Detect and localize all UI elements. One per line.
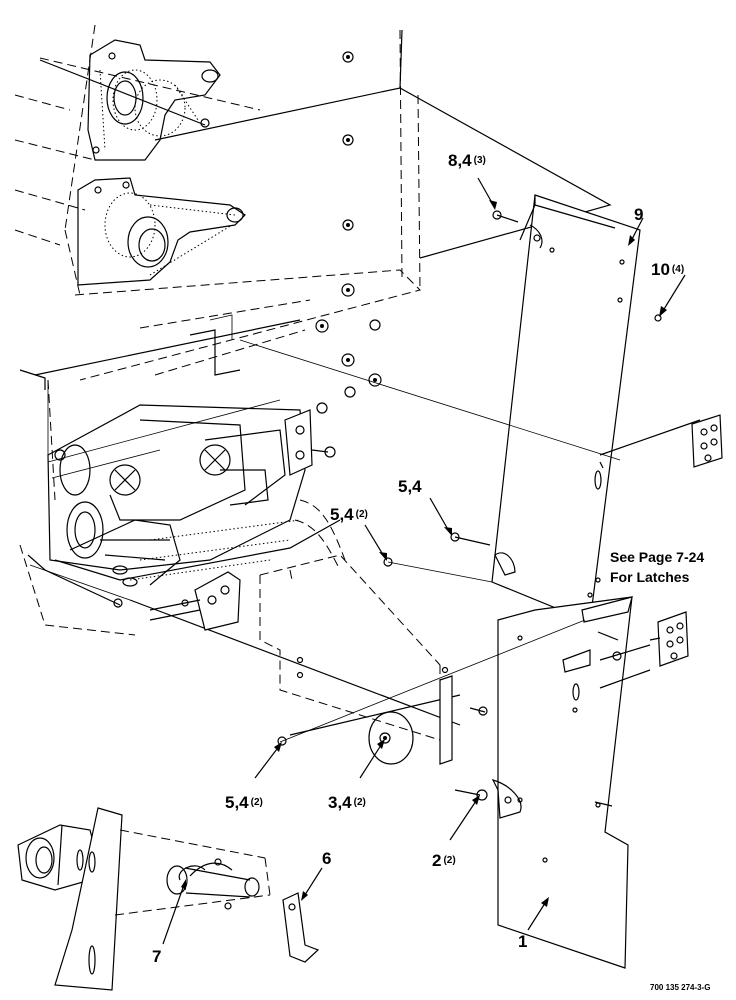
latch-reference-note: See Page 7-24 For Latches — [610, 549, 704, 585]
note-line-1: See Page 7-24 — [610, 549, 704, 565]
leader-lines — [162, 177, 686, 945]
callout-8-4: 8,4(3) — [448, 151, 486, 170]
cover-panel-lower — [491, 596, 651, 969]
callout-5-4-lower: 5,4(2) — [225, 793, 263, 812]
drawing-number: 700 135 274-3-G — [650, 983, 711, 992]
dashed-mount-box — [259, 554, 488, 801]
callout-6: 6 — [322, 849, 331, 868]
frame-holes — [315, 51, 382, 414]
machine-frame — [14, 24, 612, 736]
callout-9: 9 — [634, 205, 643, 224]
callout-7: 7 — [152, 947, 161, 966]
latch-bracket-upper — [599, 414, 723, 468]
callout-labels: 8,4(3) 9 10(4) 5,4 5,4(2) 5,4(2) 3,4(2) … — [152, 151, 684, 966]
callout-5-4-upper: 5,4 — [398, 477, 422, 496]
callout-3-4: 3,4(2) — [328, 793, 366, 812]
callout-1: 1 — [518, 932, 527, 951]
rotor-housing-assembly — [47, 399, 346, 631]
cover-panel-upper — [450, 194, 641, 623]
callout-5-4-middle: 5,4(2) — [330, 505, 368, 524]
upper-bearing-top — [39, 39, 221, 161]
cover-strap — [581, 596, 633, 623]
callout-10: 10(4) — [651, 260, 684, 279]
fasteners — [113, 314, 662, 746]
latch-detail-assembly — [17, 807, 320, 991]
upper-bearing-middle — [77, 177, 246, 286]
latch-bracket-lower — [612, 611, 689, 667]
assembly-guide-lines — [29, 339, 621, 743]
callout-2: 2(2) — [432, 851, 456, 870]
note-line-2: For Latches — [610, 569, 690, 585]
